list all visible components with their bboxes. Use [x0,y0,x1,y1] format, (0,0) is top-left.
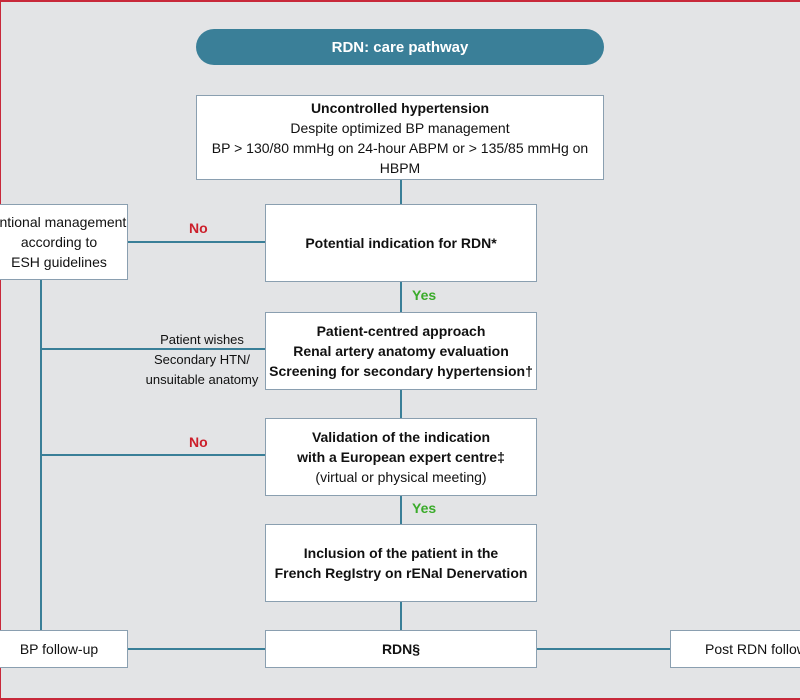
post-rdn-followup-title: Post RDN follow- [705,641,800,657]
connector-patient-wishes [40,348,265,350]
connector-rdn-right [536,648,670,650]
patient-wishes-line2: Secondary HTN/ [153,352,251,367]
uncontrolled-hypertension-title: Uncontrolled hypertension [310,99,490,116]
connector-main-vertical-3 [400,390,402,418]
bp-followup-box: BP follow-up [0,630,128,668]
connector-no-to-conventional [128,241,265,243]
connector-validation-no [40,454,265,456]
validation-line3: (virtual or physical meeting) [315,469,487,485]
conventional-management-line2: according to [20,234,98,250]
validation-line2: with a European expert centre‡ [297,449,505,465]
patient-centred-line1: Patient-centred approach [316,323,486,339]
conventional-management-line3: ESH guidelines [11,254,107,270]
potential-indication-box: Potential indication for RDN* [265,204,537,282]
inclusion-line1: Inclusion of the patient in the [303,545,499,561]
potential-indication-title: Potential indication for RDN* [305,235,497,251]
yes-label-validation: Yes [412,500,437,516]
connector-main-vertical-2 [400,282,402,312]
connector-rdn-left [128,648,265,650]
patient-centred-line3: Screening for secondary hypertension† [269,363,533,379]
uncontrolled-hypertension-line2: BP > 130/80 mmHg on 24-hour ABPM or > 13… [211,139,589,176]
inclusion-box: Inclusion of the patient in the French R… [265,524,537,602]
connector-main-vertical-5 [400,602,402,630]
validation-line1: Validation of the indication [311,429,491,445]
conventional-management-box: entional management according to ESH gui… [0,204,128,280]
diagram-title: RDN: care pathway [196,29,604,65]
validation-box: Validation of the indication with a Euro… [265,418,537,496]
patient-centred-line2: Renal artery anatomy evaluation [293,343,509,359]
uncontrolled-hypertension-box: Uncontrolled hypertension Despite optimi… [196,95,604,180]
no-label-potential: No [189,220,208,236]
rdn-box: RDN§ [265,630,537,668]
post-rdn-followup-box: Post RDN follow- [670,630,800,668]
rdn-title: RDN§ [381,641,421,657]
conventional-management-line1: entional management [0,214,127,230]
bp-followup-title: BP follow-up [19,641,99,657]
patient-wishes-line3: unsuitable anatomy [145,372,259,387]
yes-label-potential: Yes [412,287,437,303]
uncontrolled-hypertension-line1: Despite optimized BP management [290,119,510,136]
connector-main-vertical-4 [400,496,402,524]
inclusion-line2: French RegIstry on rENal Denervation [274,565,528,581]
patient-centred-box: Patient-centred approach Renal artery an… [265,312,537,390]
connector-main-vertical-1 [400,180,402,204]
no-label-validation: No [189,434,208,450]
patient-wishes-note: Patient wishes Secondary HTN/ unsuitable… [140,330,264,390]
patient-wishes-line1: Patient wishes [160,332,244,347]
